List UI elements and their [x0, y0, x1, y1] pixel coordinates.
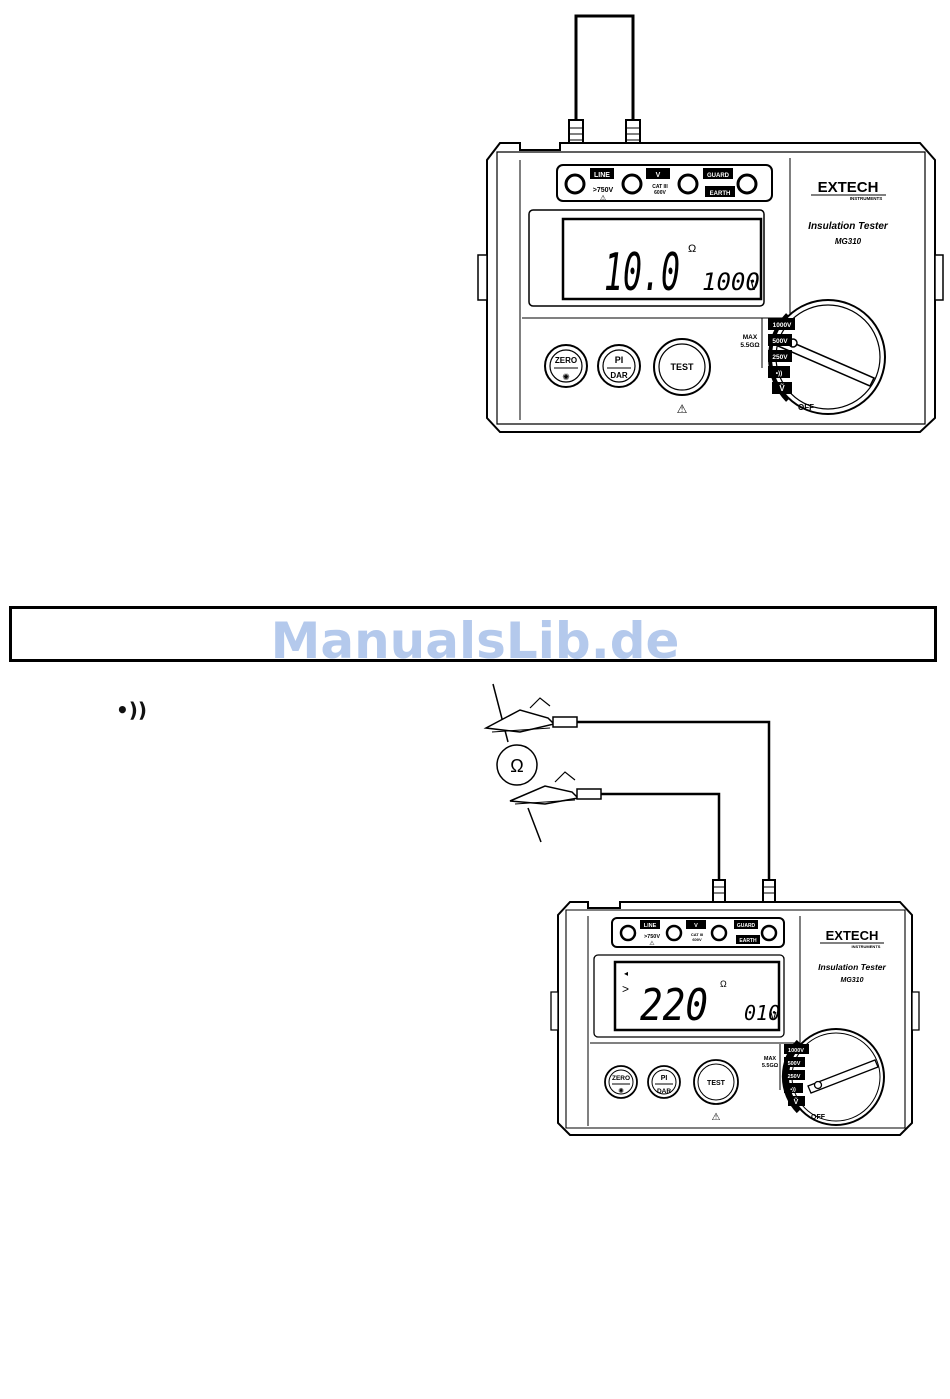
dial-volts: Ṽ	[779, 384, 785, 393]
dial-1000v-b: 1000V	[788, 1048, 804, 1054]
lcd-reading: 10.0	[604, 243, 680, 303]
terminal-label-guard-b: GUARD	[737, 923, 756, 929]
zero-button-bottom[interactable]	[604, 1065, 638, 1099]
cat-rating-b: CAT III	[691, 932, 703, 937]
lcd-display-bottom	[613, 960, 781, 1032]
product-name-b: Insulation Tester	[818, 962, 886, 972]
alligator-clip-upper	[483, 697, 578, 733]
test-button-top[interactable]	[653, 338, 711, 396]
lcd-voltage-unit: V	[750, 279, 758, 294]
pi-label-b: PI	[661, 1075, 668, 1082]
dar-label: DAR	[610, 371, 628, 380]
dial-250v-b: 250V	[788, 1074, 801, 1080]
dial-max-label: MAX	[743, 334, 758, 341]
backlight-icon-b: ✺	[618, 1087, 624, 1095]
lead-lower	[601, 792, 721, 886]
line-voltage-note: >750V	[593, 187, 614, 194]
model-number-b: MG310	[841, 977, 864, 984]
terminal-jacks-top	[564, 168, 758, 197]
terminal-label-v: V	[656, 172, 661, 179]
rotary-dial-bottom[interactable]	[781, 1028, 885, 1126]
cat-rating: CAT III	[652, 184, 668, 190]
dial-1000v: 1000V	[773, 322, 792, 329]
terminal-label-earth-b: EARTH	[739, 938, 757, 944]
lcd-unit-ohm: Ω	[688, 243, 696, 255]
lcd-reading-b: 220	[640, 980, 708, 1031]
model-number: MG310	[835, 237, 862, 246]
cat-voltage-b: 600V	[692, 937, 702, 942]
line-voltage-note-b: >750V	[644, 934, 660, 940]
test-button-label: TEST	[670, 362, 694, 372]
dial-volts-b: Ṽ	[794, 1097, 799, 1106]
dial-max-value: 5.5GΩ	[740, 342, 759, 349]
brand-sub-b: INSTRUMENTS	[852, 944, 881, 949]
lcd-beeper-indicator: ◂	[624, 969, 628, 978]
terminal-label-line: LINE	[594, 172, 610, 179]
alligator-clip-lower	[509, 771, 602, 805]
lead-upper	[577, 720, 771, 886]
lcd-voltage-unit-b: V	[770, 1010, 777, 1023]
dial-500v: 500V	[772, 338, 788, 345]
warning-icon: ⚠	[600, 194, 606, 202]
zero-button-label: ZERO	[555, 356, 577, 365]
terminal-label-earth: EARTH	[710, 191, 731, 197]
test-button-label-b: TEST	[707, 1080, 726, 1087]
terminal-label-v-b: V	[694, 923, 698, 929]
brand-logo: EXTECH	[818, 179, 879, 196]
product-name: Insulation Tester	[808, 221, 889, 232]
brand-logo-b: EXTECH	[826, 928, 879, 943]
backlight-icon: ✺	[562, 372, 570, 382]
dial-off-b: OFF	[811, 1114, 826, 1121]
section-header-box	[9, 606, 937, 662]
lcd-test-voltage-b: 010	[744, 1001, 780, 1025]
warning-icon-b: ⚠	[649, 940, 655, 947]
pi-dar-button-bottom[interactable]	[647, 1065, 681, 1099]
zero-button-label-b: ZERO	[612, 1075, 630, 1082]
terminal-jacks-bottom	[619, 920, 778, 944]
terminal-label-guard: GUARD	[707, 173, 730, 179]
terminal-label-line-b: LINE	[644, 923, 657, 929]
dial-continuity-b: •))	[790, 1087, 796, 1093]
test-warning-icon: ⚠	[677, 402, 688, 416]
test-button-bottom[interactable]	[693, 1059, 739, 1105]
dial-500v-b: 500V	[788, 1061, 801, 1067]
zero-button-top[interactable]	[544, 344, 588, 388]
test-warning-icon-b: ⚠	[712, 1112, 721, 1123]
dial-max-value-b: 5.5GΩ	[762, 1063, 779, 1069]
continuity-icon: •))	[116, 698, 148, 722]
lcd-test-voltage: 1000	[702, 268, 760, 296]
dial-max-label-b: MAX	[764, 1056, 777, 1062]
rotary-dial-top[interactable]	[768, 299, 886, 415]
lcd-gt-indicator: >	[622, 982, 629, 996]
pi-dar-button-top[interactable]	[597, 344, 641, 388]
dial-off: OFF	[798, 403, 814, 412]
lcd-display-top	[561, 217, 763, 301]
cat-voltage: 600V	[654, 190, 666, 196]
resistor-symbol	[496, 744, 538, 786]
brand-sub: INSTRUMENTS	[850, 196, 883, 201]
dial-continuity: •))	[776, 370, 783, 377]
shorting-lead	[574, 14, 635, 130]
dar-label-b: DAR	[657, 1088, 671, 1095]
resistor-omega: Ω	[510, 756, 523, 776]
pi-label: PI	[615, 355, 624, 365]
lcd-unit-ohm-b: Ω	[720, 979, 727, 989]
dial-250v: 250V	[772, 354, 788, 361]
